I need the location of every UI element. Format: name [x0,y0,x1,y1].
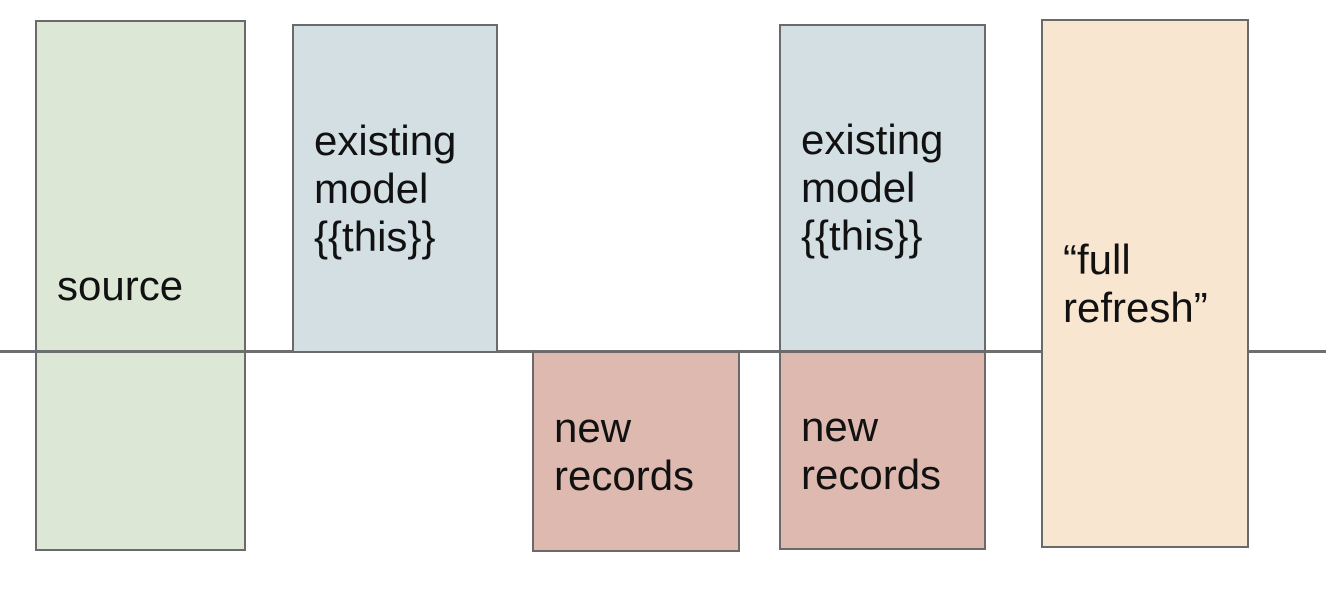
source-box: source [35,20,246,551]
existing-model-box-1: existing model {{this}} [292,24,498,353]
new-records-box-2: new records [779,351,986,550]
existing-model-label-2: existing model {{this}} [801,116,944,259]
new-records-label-2: new records [801,402,942,498]
existing-model-label-1: existing model {{this}} [314,116,457,260]
source-label: source [57,261,184,309]
new-records-box-1: new records [532,351,740,552]
full-refresh-label: “full refresh” [1063,235,1208,331]
existing-model-box-2: existing model {{this}} [779,24,986,352]
new-records-label-1: new records [554,403,695,499]
full-refresh-box: “full refresh” [1041,19,1249,548]
